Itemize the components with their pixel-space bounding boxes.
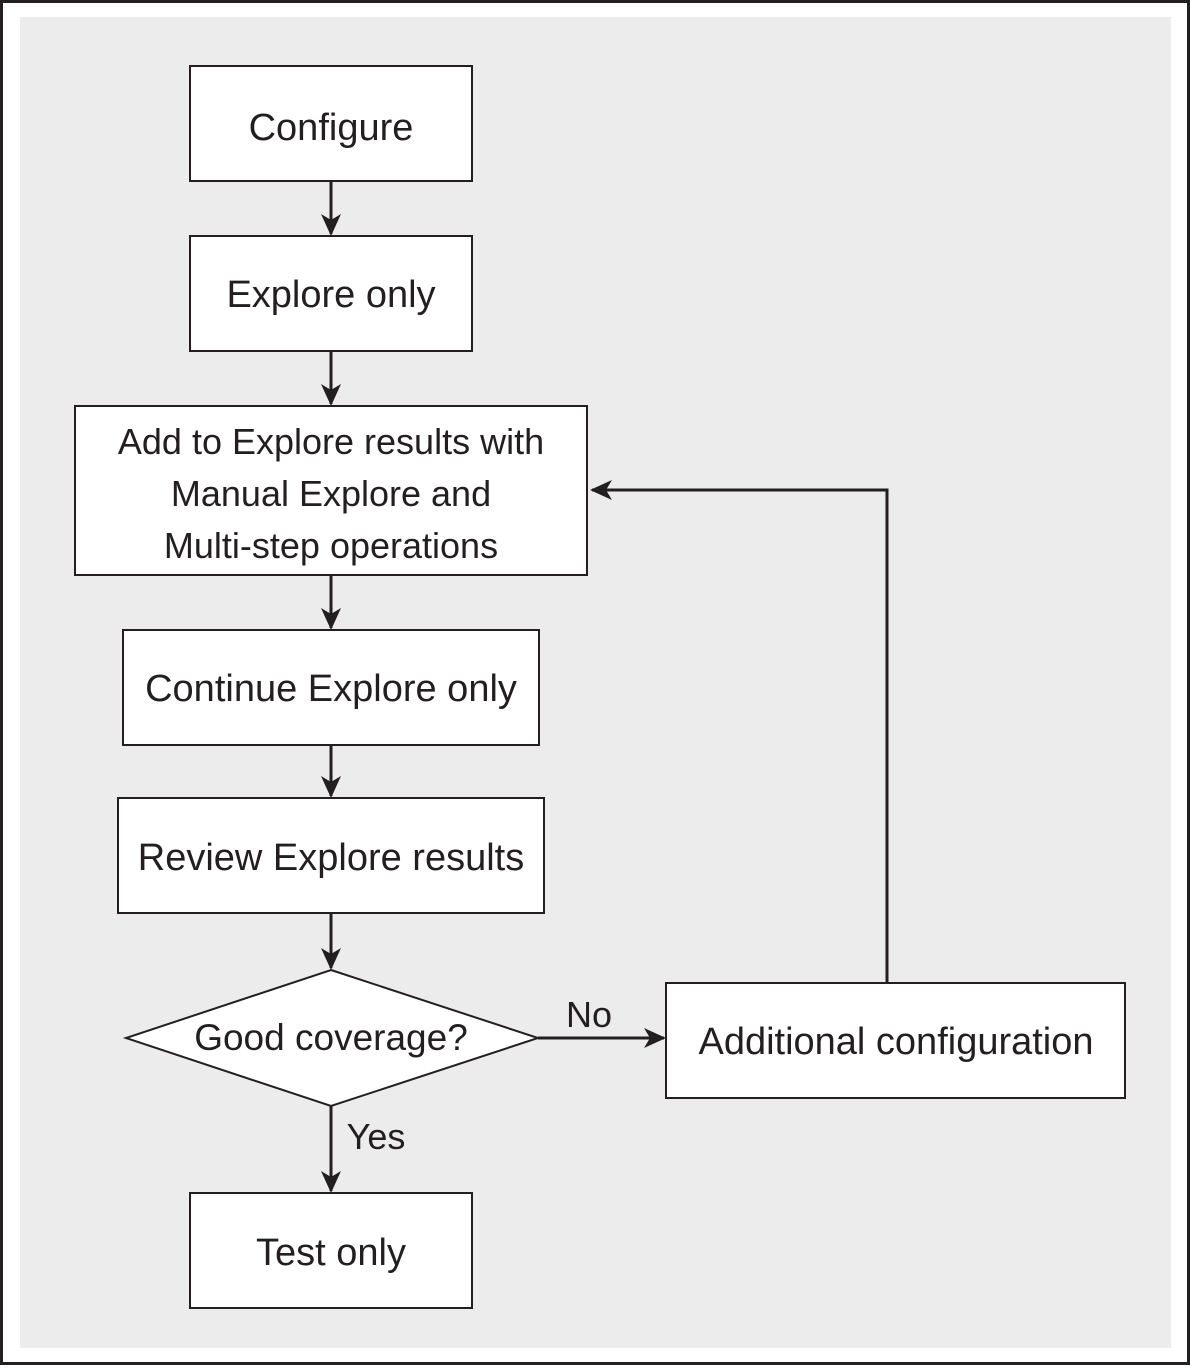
edge-yes-label: Yes xyxy=(347,1116,406,1157)
node-configure-label: Configure xyxy=(249,107,414,149)
node-review-results: Review Explore results xyxy=(117,797,545,914)
node-additional-config: Additional configuration xyxy=(665,982,1126,1099)
node-add-results: Add to Explore results with Manual Explo… xyxy=(74,405,588,576)
node-continue-explore: Continue Explore only xyxy=(122,629,540,746)
node-add-results-line-1: Add to Explore results with xyxy=(118,421,544,462)
node-add-results-line-3: Multi-step operations xyxy=(164,525,498,566)
edge-additional-loop-back xyxy=(590,480,889,983)
node-configure: Configure xyxy=(189,65,473,182)
node-test-only: Test only xyxy=(189,1192,473,1309)
node-additional-config-label: Additional configuration xyxy=(698,1021,1093,1063)
node-continue-explore-label: Continue Explore only xyxy=(145,668,517,710)
node-explore-only: Explore only xyxy=(189,235,473,352)
edge-no-label: No xyxy=(566,994,612,1035)
node-add-results-line-2: Manual Explore and xyxy=(171,473,491,514)
node-decision-label: Good coverage? xyxy=(194,1017,468,1058)
node-decision: Good coverage? xyxy=(122,968,542,1108)
node-explore-only-label: Explore only xyxy=(226,274,435,316)
node-test-only-label: Test only xyxy=(256,1232,406,1274)
node-review-results-label: Review Explore results xyxy=(138,837,524,879)
